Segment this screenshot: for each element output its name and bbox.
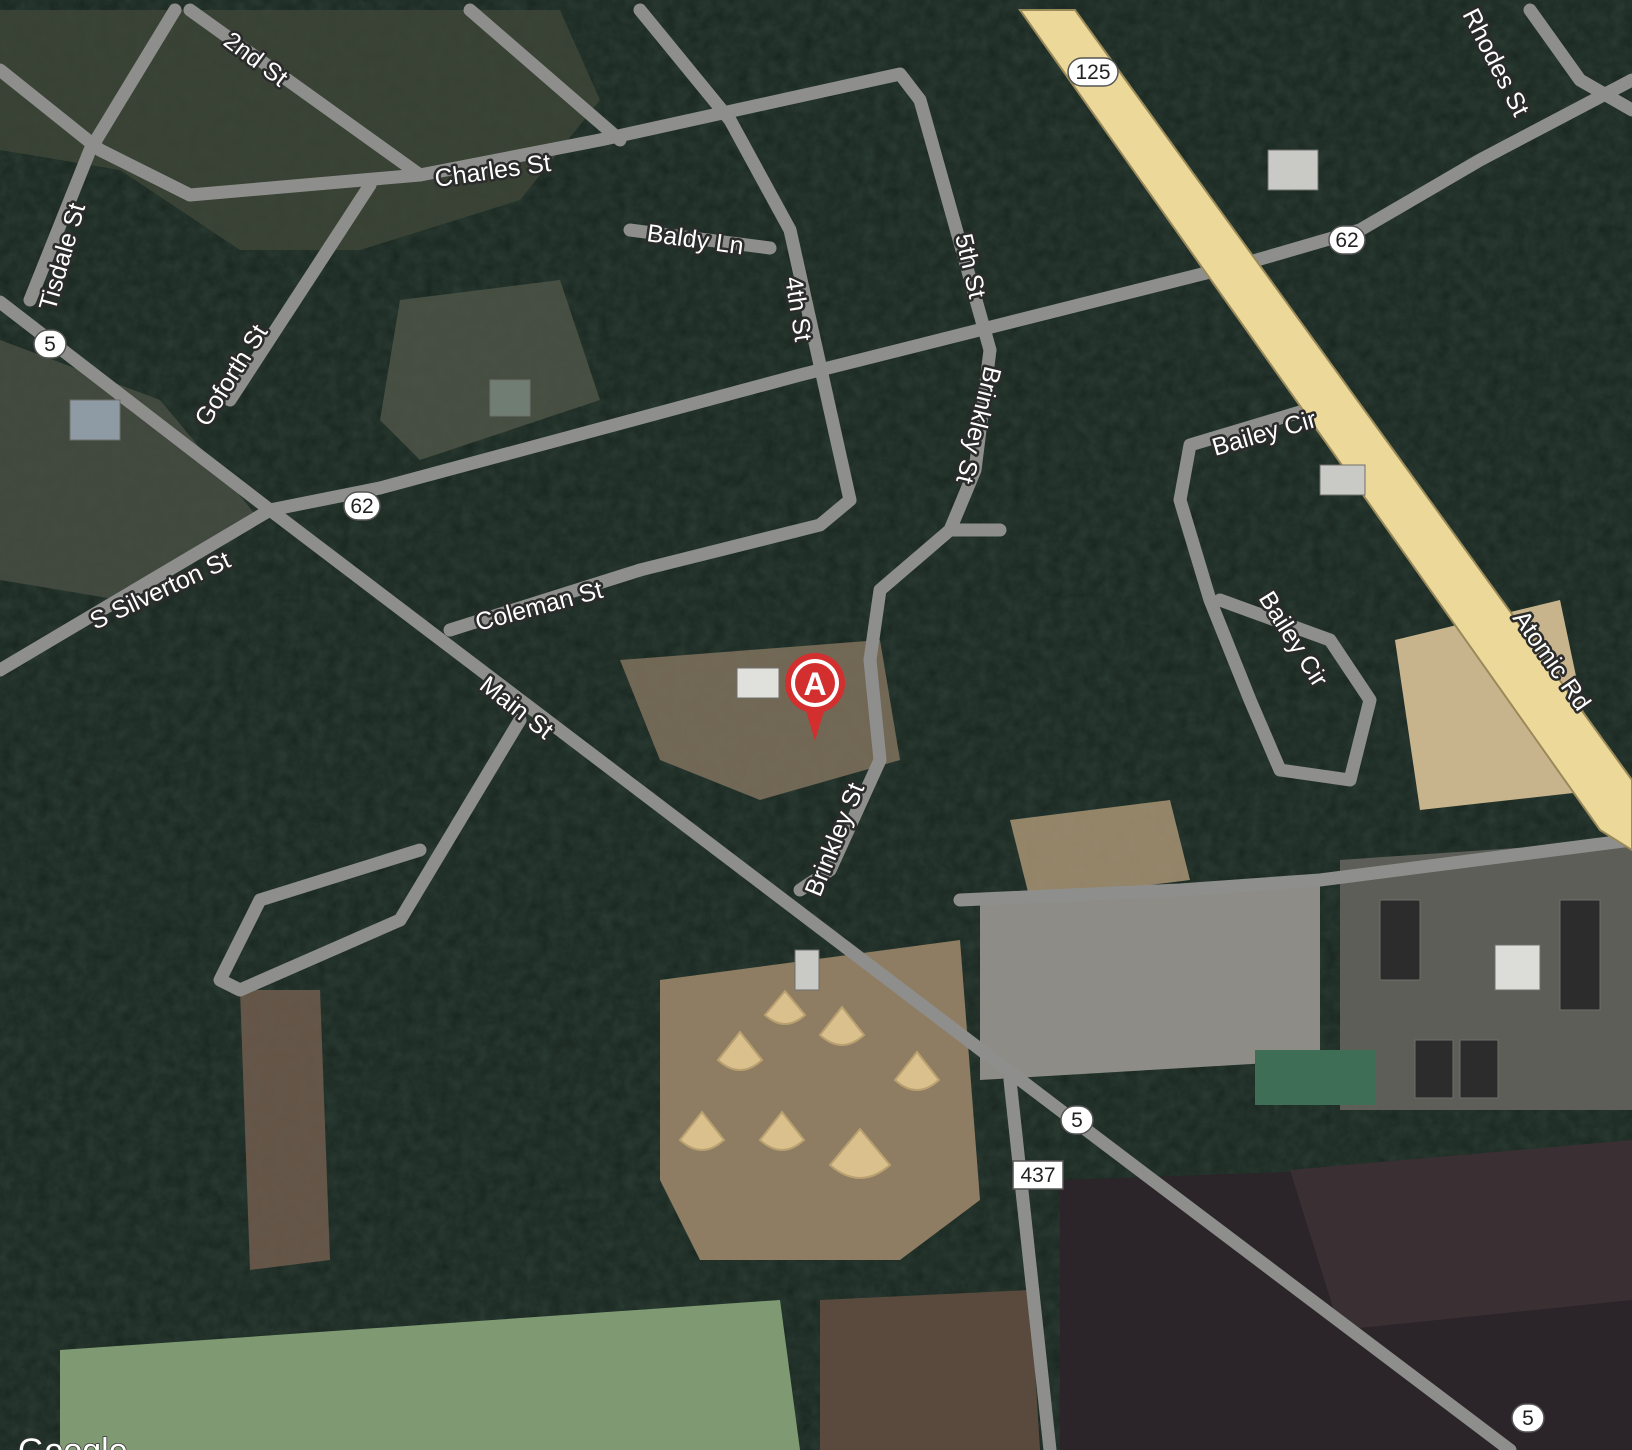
route-shield-125: 125 (1067, 57, 1119, 87)
road-tisdale-st (23, 3, 182, 307)
buildings (69, 149, 1601, 1099)
route-shield-62: 62 (1328, 225, 1366, 255)
pond (1255, 1050, 1375, 1105)
diamond (893, 1050, 941, 1091)
building (1559, 899, 1601, 1011)
road-upper (463, 3, 627, 147)
road-southwest-loop (213, 713, 527, 997)
building (1379, 899, 1421, 981)
road-4th-st (633, 3, 857, 577)
road-charles-st (0, 63, 997, 357)
building (1414, 1039, 1454, 1099)
field-bare (240, 990, 330, 1270)
route-shield-5: 5 (1511, 1403, 1545, 1433)
farmland-dark (1290, 1140, 1632, 1330)
route-shield-text: 125 (1075, 61, 1110, 84)
route-shield-text: 62 (1335, 229, 1358, 252)
ballfield-complex (660, 940, 980, 1260)
diamond (818, 1005, 866, 1046)
building (1494, 944, 1541, 991)
route-shield-5: 5 (33, 329, 67, 359)
field-green (60, 1300, 800, 1450)
road-brinkley-st (793, 343, 997, 897)
building (1267, 149, 1319, 191)
route-shield-text: 5 (1522, 1407, 1534, 1430)
route-shield-text: 62 (350, 495, 373, 518)
marker-label: A (803, 666, 826, 702)
road-bailey-cir (1173, 393, 1377, 787)
terrain-layer (0, 10, 1632, 1450)
route-shield-62: 62 (343, 491, 381, 521)
road-baldy-ln (623, 223, 777, 255)
location-pin-icon[interactable]: A (785, 653, 845, 741)
baseball-diamonds (678, 989, 941, 1179)
building (1319, 464, 1366, 496)
route-shields: 125 62 62 5 5 5 437 (33, 57, 1545, 1433)
residential-clearing (0, 10, 600, 250)
road-industrial (953, 833, 1632, 907)
route-shield-text: 437 (1020, 1164, 1055, 1187)
road-goforth-st (223, 178, 377, 407)
diamond (828, 1127, 892, 1179)
building (736, 667, 780, 699)
field-brown (820, 1290, 1040, 1450)
route-shield-5: 5 (1060, 1105, 1094, 1135)
diamond (678, 1110, 726, 1151)
route-shield-437: 437 (1012, 1160, 1064, 1190)
label-baldy-ln: Baldy Ln (645, 219, 745, 260)
road-2nd-st (183, 3, 427, 182)
road-437 (1003, 1073, 1057, 1450)
diamond (763, 989, 807, 1025)
residential-clearing (380, 280, 600, 460)
industrial-yard (980, 880, 1320, 1080)
building (794, 949, 820, 991)
road-s-silverton-st (0, 503, 277, 677)
building (489, 379, 531, 417)
road-rhodes-st (1523, 3, 1632, 117)
bare-lot (1010, 800, 1190, 900)
diamond (716, 1030, 764, 1071)
highway-atomic-rd (1018, 9, 1632, 852)
route-shield-text: 5 (1071, 1109, 1083, 1132)
road-main-st (0, 295, 1517, 1450)
residential-clearing (0, 340, 260, 600)
google-logo: Google (18, 1432, 128, 1450)
road-coleman-st (443, 563, 647, 637)
building (1459, 1039, 1499, 1099)
diamond (758, 1110, 806, 1151)
route-shield-text: 5 (44, 333, 56, 356)
building (69, 399, 121, 441)
